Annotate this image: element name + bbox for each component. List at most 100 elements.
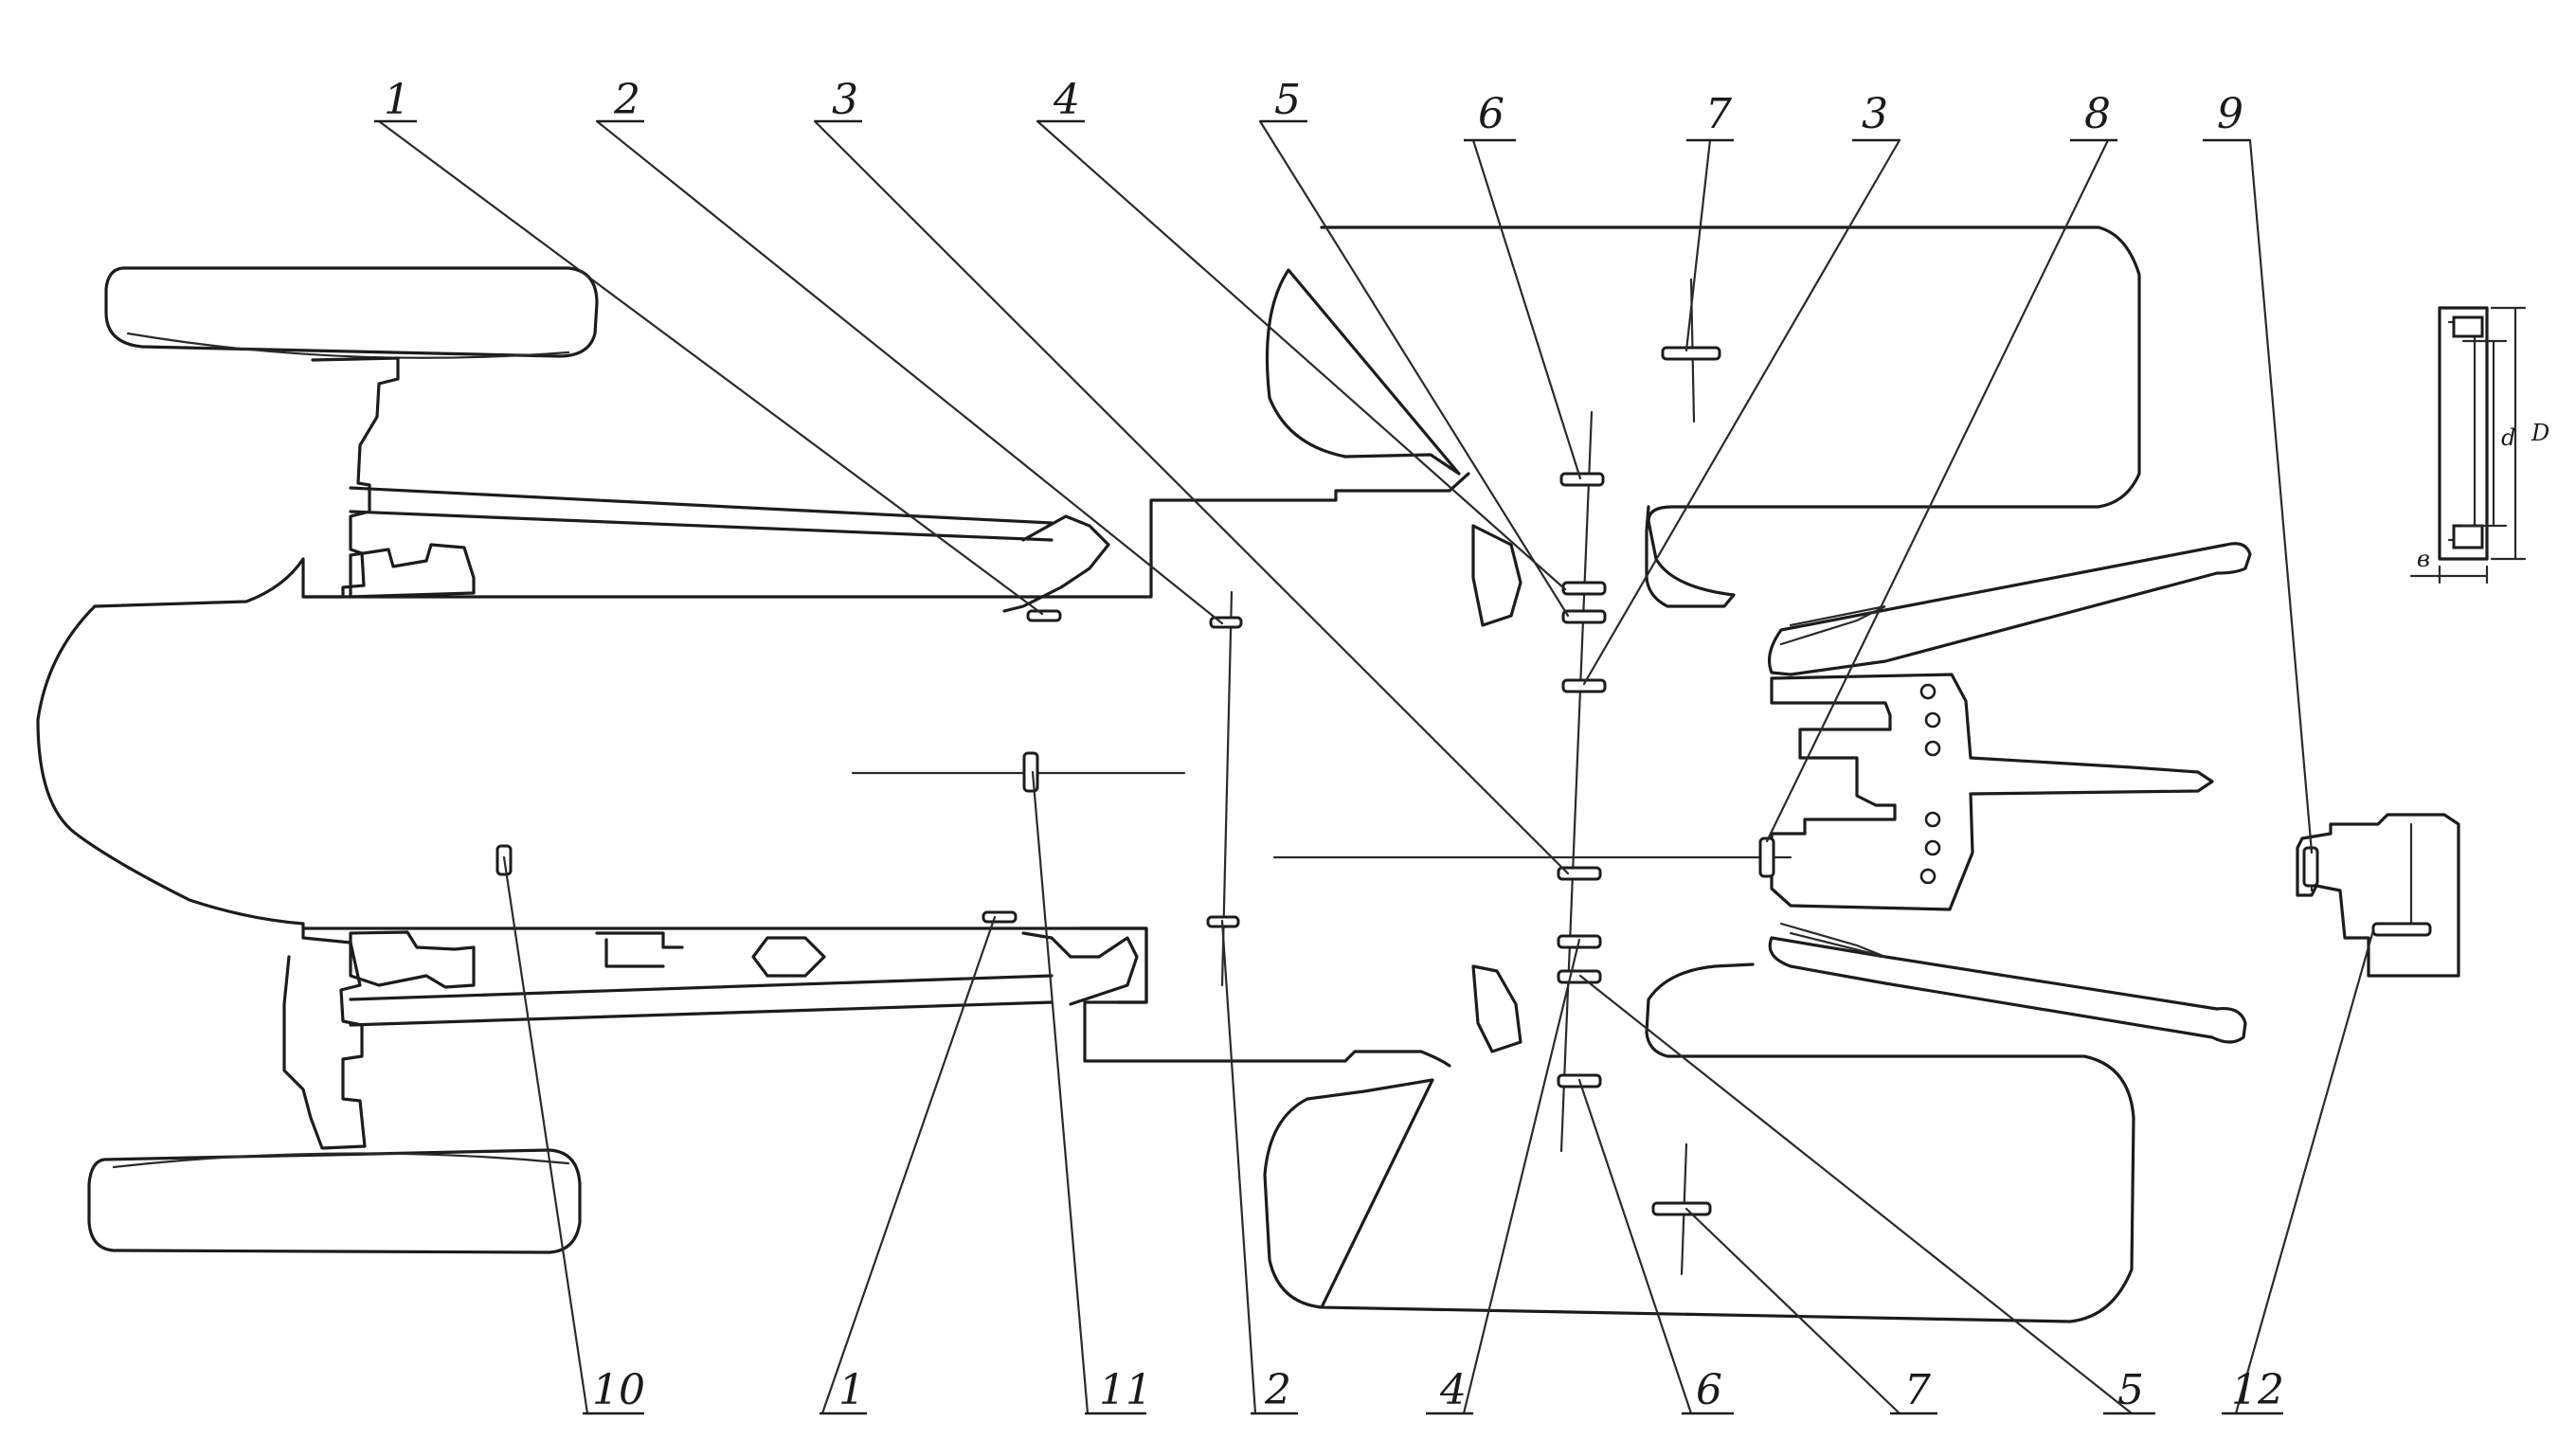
front-axle-beam-bottom <box>349 974 1054 1027</box>
seal-marker <box>1557 866 1602 881</box>
seal-dim-lines <box>2409 306 2527 585</box>
leader-6-top <box>1471 138 1582 480</box>
leader-4-top <box>1036 119 1567 591</box>
hitch-hole <box>1924 740 1941 757</box>
lower-link-bottom <box>1768 936 2247 1044</box>
callout-label: 5 <box>1274 76 1301 124</box>
hitch-hole <box>1924 711 1941 728</box>
callout-label: 2 <box>613 76 640 124</box>
seal-lip-bottom <box>2452 524 2484 549</box>
leader-4-bottom <box>1462 938 1581 1415</box>
callout-label: 2 <box>1264 1366 1291 1414</box>
leader-1-bottom <box>820 915 997 1415</box>
ref-line-rear-axle <box>1559 410 1594 1153</box>
front-axle-assembly <box>36 266 1139 1254</box>
seal-dim-width: в <box>2417 546 2430 572</box>
callout-label: 1 <box>838 1366 865 1414</box>
fender-left-top <box>1471 524 1522 627</box>
seal-dim-inner: d <box>2501 424 2515 451</box>
top-callouts: 1 2 3 4 5 6 7 3 8 9 <box>374 76 2250 142</box>
leader-5-bottom <box>1578 974 2134 1415</box>
reference-lines <box>1220 278 1696 1276</box>
callout-label: 7 <box>1705 90 1732 138</box>
callout-label: 10 <box>592 1366 645 1414</box>
bottom-callouts: 10 1 11 2 4 6 7 5 12 <box>583 1366 2284 1415</box>
front-axle-housing <box>36 356 400 1150</box>
hitch-hole <box>1924 811 1941 828</box>
callout-label: 1 <box>384 76 410 124</box>
lower-link-bottom-detail <box>1779 922 1886 959</box>
callout-label: 6 <box>1478 90 1504 138</box>
seal-marker <box>982 910 1018 924</box>
callout-label: 4 <box>1053 76 1080 124</box>
seal-marker <box>1561 678 1607 693</box>
seal-marker <box>1651 1201 1712 1216</box>
leader-8-top <box>1765 138 2110 843</box>
seal-marker <box>1559 472 1605 487</box>
leader-2-top <box>595 119 1224 625</box>
front-wheel-bottom <box>87 1148 582 1254</box>
leader-7-top <box>1684 138 1712 352</box>
seal-marker <box>1026 609 1062 622</box>
callout-label: 12 <box>2231 1366 2284 1414</box>
callout-label: 8 <box>2084 90 2111 138</box>
leader-9-top <box>2248 138 2314 854</box>
leader-3-top <box>813 119 1570 875</box>
callout-label: 3 <box>1862 90 1888 138</box>
frame-outline-top <box>301 472 1470 599</box>
callout-label: 6 <box>1696 1366 1722 1414</box>
front-axle-beam-top <box>349 486 1054 542</box>
leader-1-top <box>377 119 1044 616</box>
leader-10-bottom <box>502 855 589 1415</box>
seal-detail-outline <box>2438 306 2489 561</box>
chassis-frame <box>301 472 1792 1068</box>
seal-marker <box>1758 836 1775 878</box>
seal-lip-top <box>2452 315 2484 338</box>
front-wheel-bottom-tread <box>112 1152 570 1169</box>
seal-marker <box>2371 922 2432 937</box>
pto-housing-inner <box>2310 822 2413 930</box>
frame-outline-bottom <box>301 926 1451 1068</box>
leader-12-bottom <box>2234 928 2375 1415</box>
lower-link-top <box>1768 542 2252 676</box>
leader-2-bottom <box>1220 919 1257 1415</box>
hitch-hole <box>1919 683 1937 700</box>
callout-label: 3 <box>832 76 858 124</box>
seal-detail-inner <box>2447 320 2477 542</box>
seal-markers <box>495 346 2432 1216</box>
seal-dim-outer: D <box>2531 420 2549 446</box>
hitch-plate <box>1770 673 2214 911</box>
front-wheel-top-tread <box>126 332 570 359</box>
hitch-hole <box>1919 868 1937 885</box>
pto-housing <box>2296 813 2460 978</box>
leader-3b-top <box>1582 138 1901 686</box>
rear-wheel-bottom <box>1263 962 2135 1323</box>
front-wheel-top <box>104 266 599 358</box>
seal-detail: D d в <box>2409 306 2549 585</box>
frame-left-body <box>1078 926 1148 1004</box>
lower-link-top-detail <box>1779 604 1886 646</box>
seal-marker <box>1561 581 1607 596</box>
seal-marker <box>2302 846 2319 888</box>
callout-label: 4 <box>1439 1366 1467 1414</box>
leader-11-bottom <box>1031 770 1090 1415</box>
steering-box-bottom <box>349 930 476 989</box>
steering-box-top <box>349 543 476 599</box>
seal-marker <box>1557 969 1602 984</box>
leader-lines <box>377 119 2375 1415</box>
hitch-hole <box>1924 839 1941 856</box>
callout-label: 9 <box>2217 90 2243 138</box>
rear-wheel-top <box>1265 225 2141 608</box>
rear-hitch <box>1768 542 2252 1044</box>
hydraulic-pipes-bottom <box>595 931 1139 1006</box>
callout-label: 11 <box>1099 1366 1152 1414</box>
rear-wheels <box>1263 225 2141 1323</box>
callout-label: 7 <box>1904 1366 1931 1414</box>
steering-arm-top <box>1002 514 1110 613</box>
fender-left-bottom <box>1471 964 1522 1053</box>
leader-5-top <box>1258 119 1570 618</box>
leader-6-bottom <box>1577 1078 1693 1415</box>
leader-7-bottom <box>1684 1207 1901 1415</box>
